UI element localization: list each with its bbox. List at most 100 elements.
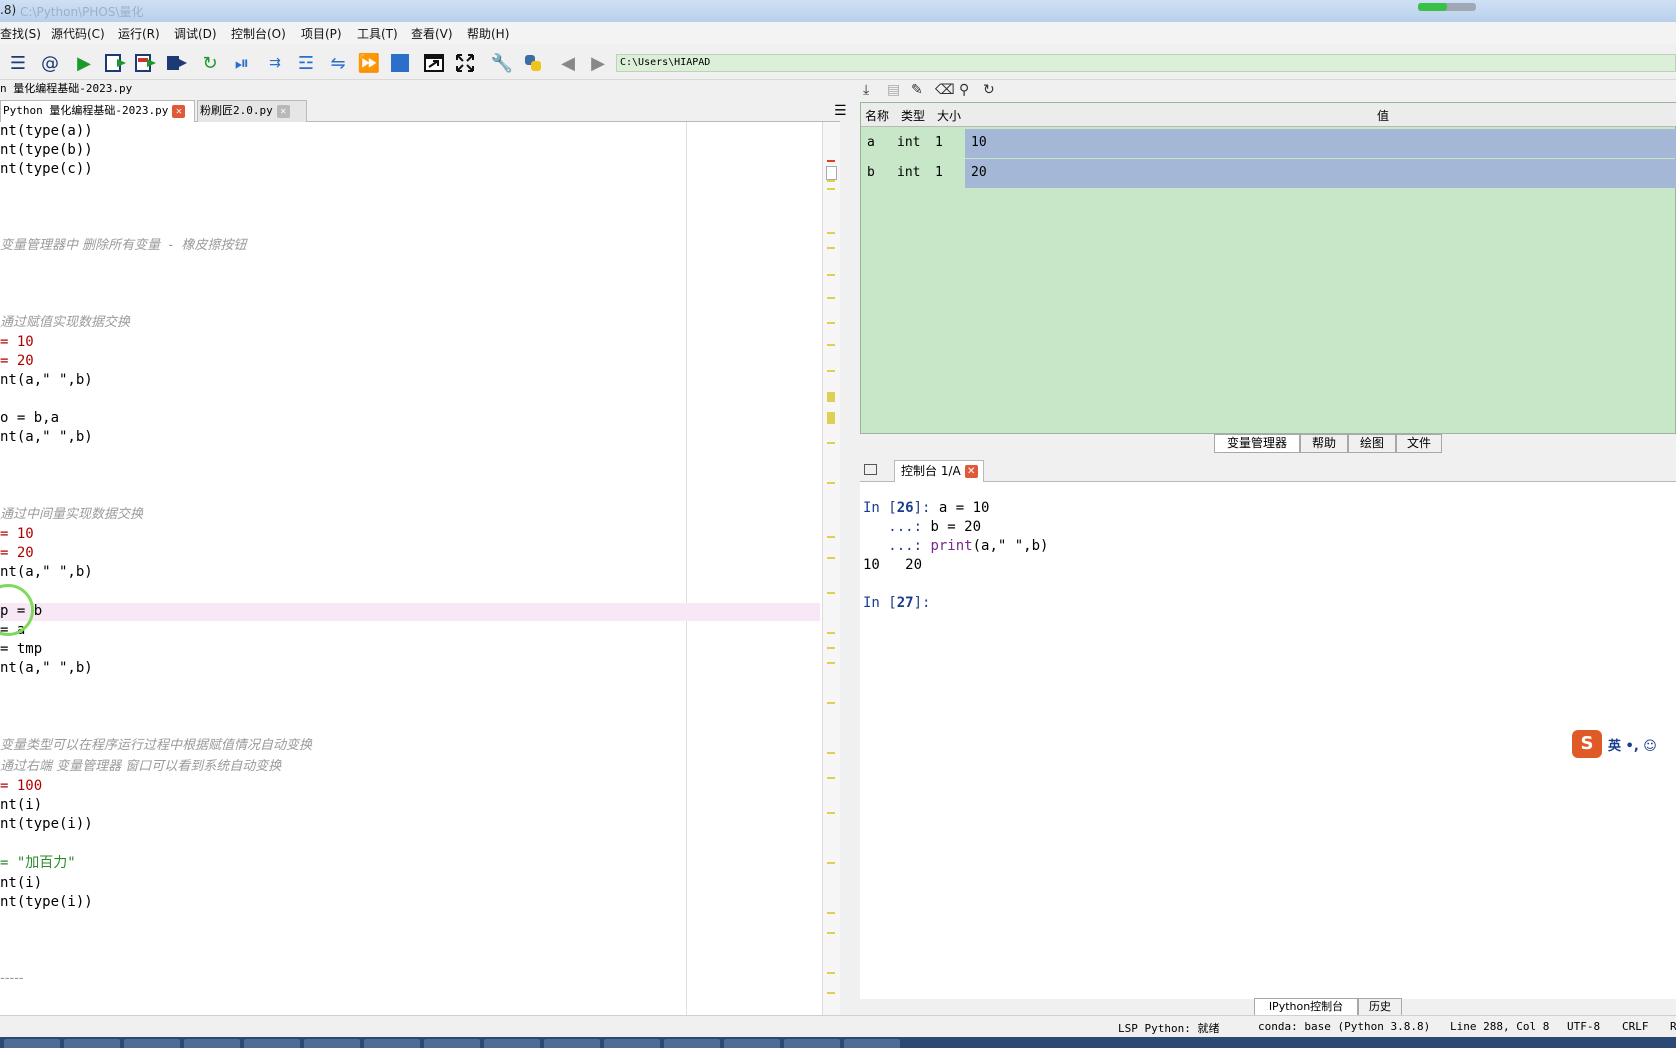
- working-directory-input[interactable]: C:\Users\HIAPAD: [616, 54, 1676, 72]
- code-editor[interactable]: nt(type(a)) nt(type(b)) nt(type(c)) 变量管理…: [0, 122, 822, 1015]
- taskbar-item[interactable]: [244, 1039, 300, 1048]
- ipython-console[interactable]: In [26]: a = 10 ...: b = 20 ...: print(a…: [860, 482, 1676, 999]
- var-type: int: [897, 135, 921, 150]
- marker: [827, 972, 835, 974]
- table-row[interactable]: a int 1 10: [861, 129, 1676, 158]
- taskbar-item[interactable]: [784, 1039, 840, 1048]
- code-line: = 10: [0, 525, 34, 544]
- var-value: 10: [965, 129, 1676, 158]
- tab-plots[interactable]: 绘图: [1348, 434, 1396, 453]
- save-as-icon[interactable]: ✎: [911, 82, 923, 98]
- code-text: nt(type(b)): [0, 142, 93, 158]
- close-tab-icon[interactable]: ✕: [172, 104, 186, 118]
- current-line-highlight: [0, 603, 820, 621]
- run-icon[interactable]: ▶: [77, 52, 91, 74]
- search-icon[interactable]: ⚲: [959, 82, 970, 98]
- code-comment: -----: [0, 971, 24, 986]
- eraser-icon[interactable]: ⌫: [935, 82, 955, 98]
- column-header-type[interactable]: 类型: [901, 109, 926, 123]
- taskbar-item[interactable]: [844, 1039, 900, 1048]
- code-line: = "加百力": [0, 854, 76, 873]
- editor-tab-inactive[interactable]: 粉刷匠2.0.py✕: [197, 100, 307, 122]
- step-into-icon[interactable]: ☲: [297, 52, 315, 74]
- fullscreen-icon[interactable]: [453, 51, 477, 75]
- code-text: nt(a," ",b): [0, 564, 93, 580]
- console-tab-label: 控制台 1/A: [901, 464, 961, 478]
- import-data-icon[interactable]: ⤓: [863, 82, 870, 98]
- taskbar-item[interactable]: [424, 1039, 480, 1048]
- menu-debug[interactable]: 调试(D): [174, 27, 217, 41]
- table-row[interactable]: b int 1 20: [861, 159, 1676, 188]
- lsp-status: LSP Python: 就绪: [1118, 1022, 1220, 1035]
- column-header-name[interactable]: 名称: [865, 109, 890, 123]
- menu-search[interactable]: 查找(S): [0, 27, 41, 41]
- step-icon[interactable]: ⇉: [269, 55, 281, 71]
- refresh-icon[interactable]: ↻: [983, 82, 995, 98]
- taskbar-item[interactable]: [724, 1039, 780, 1048]
- console-input-line[interactable]: In [27]:: [863, 594, 930, 613]
- taskbar-item[interactable]: [604, 1039, 660, 1048]
- menu-projects[interactable]: 项目(P): [301, 27, 342, 41]
- taskbar-item[interactable]: [484, 1039, 540, 1048]
- code-text: nt(a," ",b): [0, 429, 93, 445]
- ime-toolbar[interactable]: S 英 •, ☺: [1572, 730, 1676, 758]
- tab-history[interactable]: 历史: [1358, 998, 1402, 1016]
- taskbar-item[interactable]: [544, 1039, 600, 1048]
- maximize-pane-icon[interactable]: [422, 51, 446, 75]
- code-comment: 变量管理器中 删除所有变量 - 橡皮擦按钮: [0, 238, 247, 253]
- marker: [827, 557, 835, 559]
- run-cell-advance-icon[interactable]: [134, 51, 158, 75]
- at-icon[interactable]: @: [41, 52, 59, 74]
- menu-tools[interactable]: 工具(T): [357, 27, 398, 41]
- menu-source[interactable]: 源代码(C): [51, 27, 105, 41]
- back-arrow-icon[interactable]: ◀: [561, 52, 575, 74]
- table-header: 名称 类型 大小 值: [861, 103, 1676, 127]
- taskbar-item[interactable]: [4, 1039, 60, 1048]
- menu-run[interactable]: 运行(R): [118, 27, 160, 41]
- tab-variable-explorer[interactable]: 变量管理器: [1214, 434, 1300, 453]
- save-data-icon[interactable]: ▤: [887, 82, 901, 98]
- editor-scrollbar[interactable]: [822, 122, 840, 1015]
- menu-help[interactable]: 帮助(H): [467, 27, 510, 41]
- tab-help[interactable]: 帮助: [1300, 434, 1348, 453]
- code-text: = 10: [0, 526, 34, 542]
- continue-icon[interactable]: ⏩: [357, 52, 381, 74]
- wrench-icon[interactable]: 🔧: [490, 52, 514, 74]
- marker: [827, 344, 835, 346]
- code-line: nt(type(i)): [0, 893, 93, 912]
- column-header-size[interactable]: 大小: [937, 109, 962, 123]
- run-cell-icon[interactable]: [104, 51, 128, 75]
- column-header-value[interactable]: 值: [1377, 109, 1390, 123]
- marker: [827, 392, 835, 402]
- taskbar-item[interactable]: [664, 1039, 720, 1048]
- taskbar-item[interactable]: [304, 1039, 360, 1048]
- stop-icon[interactable]: [388, 51, 412, 75]
- debug-icon[interactable]: ⏯: [234, 52, 250, 74]
- python-icon[interactable]: [521, 51, 545, 75]
- tab-files[interactable]: 文件: [1396, 434, 1442, 453]
- run-selection-icon[interactable]: [165, 51, 189, 75]
- console-browse-icon[interactable]: [864, 464, 877, 475]
- editor-tab-active[interactable]: Python 量化编程基础-2023.py✕: [0, 100, 195, 122]
- step-return-icon[interactable]: ⇋: [330, 52, 346, 74]
- toolbar: ☰ @ ▶ ↻ ⏯ ⇉ ☲ ⇋ ⏩ 🔧 ◀ ▶ C:\Users\HIAPAD: [0, 44, 1676, 80]
- rerun-icon[interactable]: ↻: [202, 52, 218, 74]
- taskbar-item[interactable]: [364, 1039, 420, 1048]
- scroll-thumb[interactable]: [826, 166, 837, 180]
- editor-tabs: Python 量化编程基础-2023.py✕ 粉刷匠2.0.py✕: [0, 98, 840, 122]
- marker: [827, 812, 835, 814]
- options-menu-icon[interactable]: ☰: [834, 103, 847, 119]
- close-console-icon[interactable]: ✕: [964, 465, 978, 478]
- taskbar-item[interactable]: [64, 1039, 120, 1048]
- ime-status: 英 •, ☺: [1608, 739, 1657, 754]
- menu-console[interactable]: 控制台(O): [231, 27, 286, 41]
- list-icon[interactable]: ☰: [9, 52, 27, 74]
- taskbar-item[interactable]: [184, 1039, 240, 1048]
- tab-ipython-console[interactable]: IPython控制台: [1254, 998, 1358, 1016]
- close-tab-icon[interactable]: ✕: [276, 104, 290, 118]
- console-tab[interactable]: 控制台 1/A✕: [894, 460, 984, 482]
- code-line: nt(i): [0, 874, 42, 893]
- forward-arrow-icon[interactable]: ▶: [591, 52, 605, 74]
- taskbar-item[interactable]: [124, 1039, 180, 1048]
- menu-view[interactable]: 查看(V): [411, 27, 453, 41]
